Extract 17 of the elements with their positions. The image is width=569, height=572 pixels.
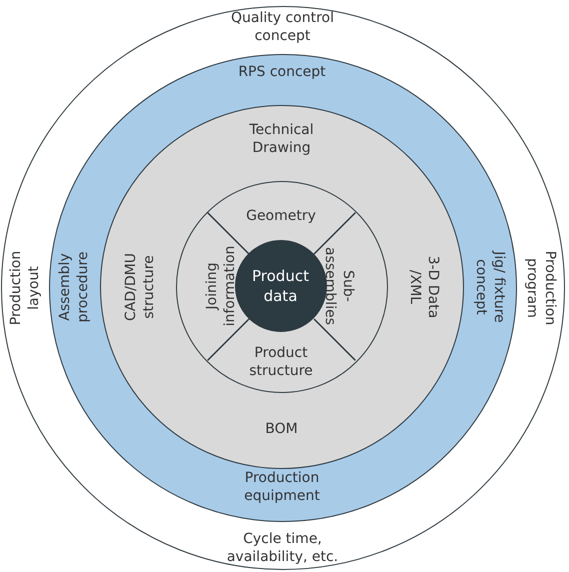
ring-label: Technical Drawing [248, 120, 315, 156]
ring-label: Product data [251, 266, 310, 306]
ring-label: Production program [522, 249, 558, 327]
ring-label: Product structure [248, 344, 314, 380]
ring-label: Assembly procedure [56, 250, 92, 325]
ring-label: BOM [264, 420, 299, 438]
ring-label: Production layout [6, 249, 42, 327]
ring-label: CAD/DMU structure [122, 252, 158, 322]
ring-label: 3-D Data /XML [406, 254, 442, 320]
ring-label: Quality control concept [230, 8, 335, 44]
ring-label: Geometry [245, 207, 317, 225]
ring-label: Joining information [203, 244, 239, 328]
ring-label: Cycle time, availability, etc. [226, 530, 340, 566]
ring-label: RPS concept [237, 63, 327, 81]
ring-label: Production equipment [243, 469, 321, 505]
ring-label: Sub- assemblies [321, 246, 357, 327]
ring-label: Jig/ fixture concept [472, 250, 508, 325]
